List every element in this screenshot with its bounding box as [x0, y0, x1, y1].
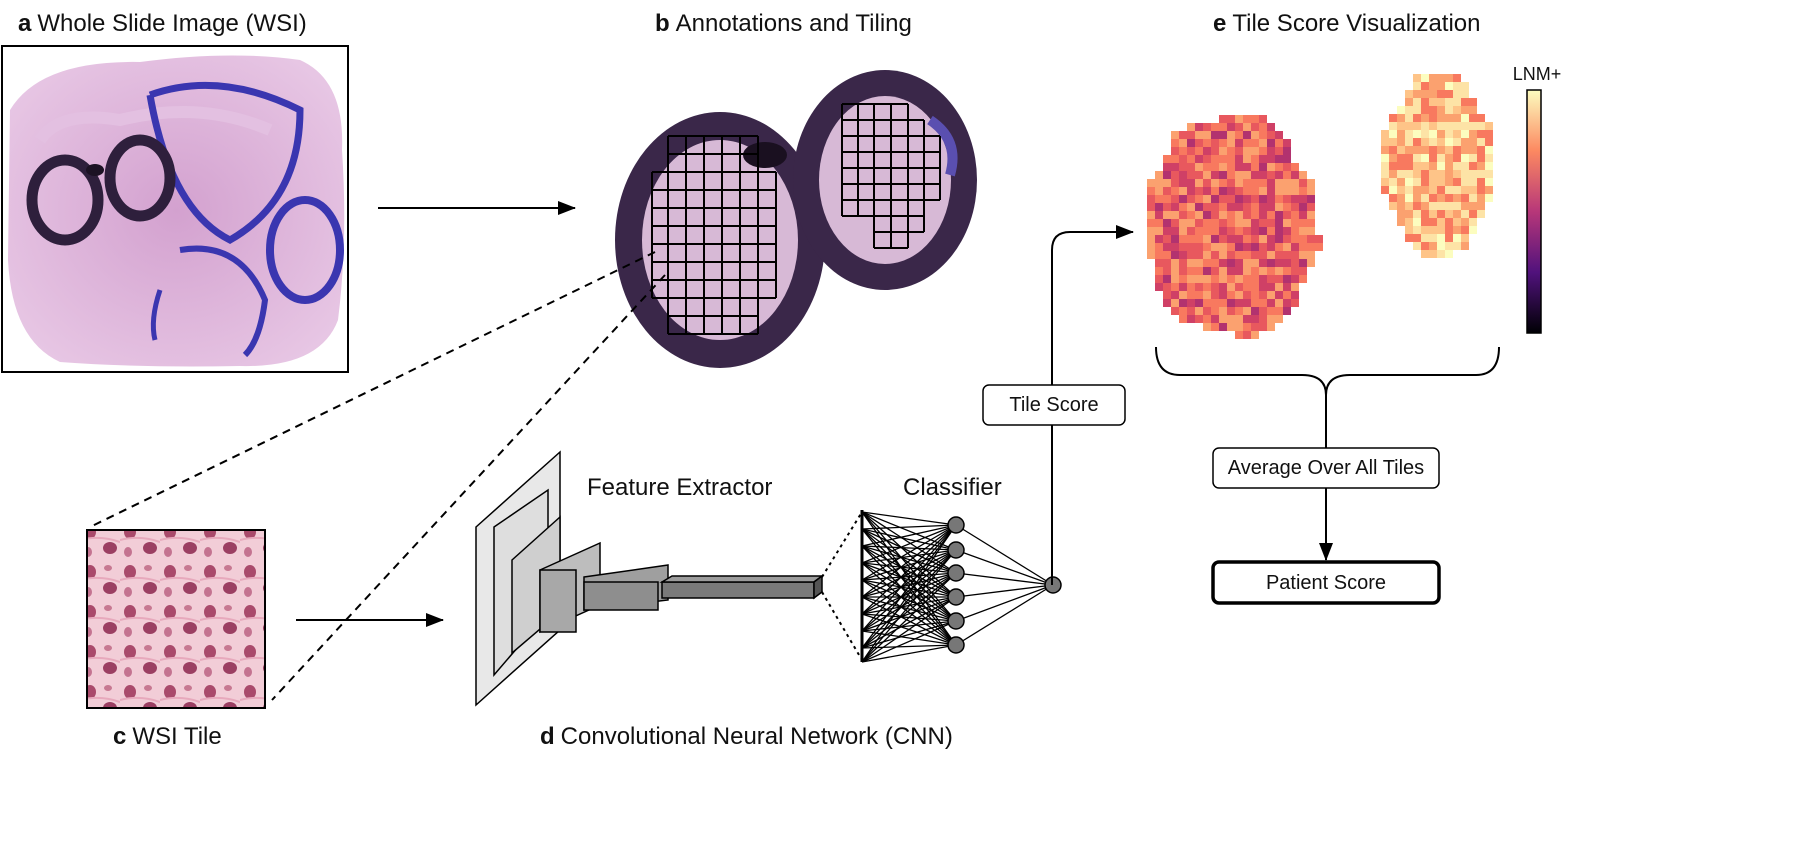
zoom-line-bottom: [271, 274, 666, 701]
average-label: Average Over All Tiles: [1228, 457, 1424, 479]
tiling-grid-right: [841, 103, 941, 249]
heatmap-left-region: [1147, 115, 1323, 339]
aggregation-brace: [1155, 346, 1500, 396]
tile-score-box: [982, 384, 1126, 426]
zoom-line-top: [89, 251, 656, 528]
colorbar-label: LNM+: [1513, 64, 1562, 84]
tile-score-label: Tile Score: [1009, 394, 1098, 416]
feature-extractor-label: Feature Extractor: [587, 474, 772, 501]
tiling-grid-left: [651, 135, 777, 335]
wsi-tile-image: [86, 529, 266, 709]
dotted-link-bottom: [821, 591, 863, 661]
classifier-label: Classifier: [903, 474, 1002, 501]
heatmap-right-region: [1381, 74, 1493, 258]
dotted-link-top: [821, 511, 863, 578]
arrow-to-visualization: [1051, 225, 1134, 585]
wsi-image: [1, 45, 349, 373]
annotated-regions: [615, 70, 977, 368]
colorbar: [1526, 89, 1542, 334]
feature-extractor-block: [475, 450, 825, 707]
patient-score-label: Patient Score: [1266, 572, 1386, 594]
patient-score-box: [1211, 560, 1441, 605]
classifier-network: [860, 510, 1062, 663]
